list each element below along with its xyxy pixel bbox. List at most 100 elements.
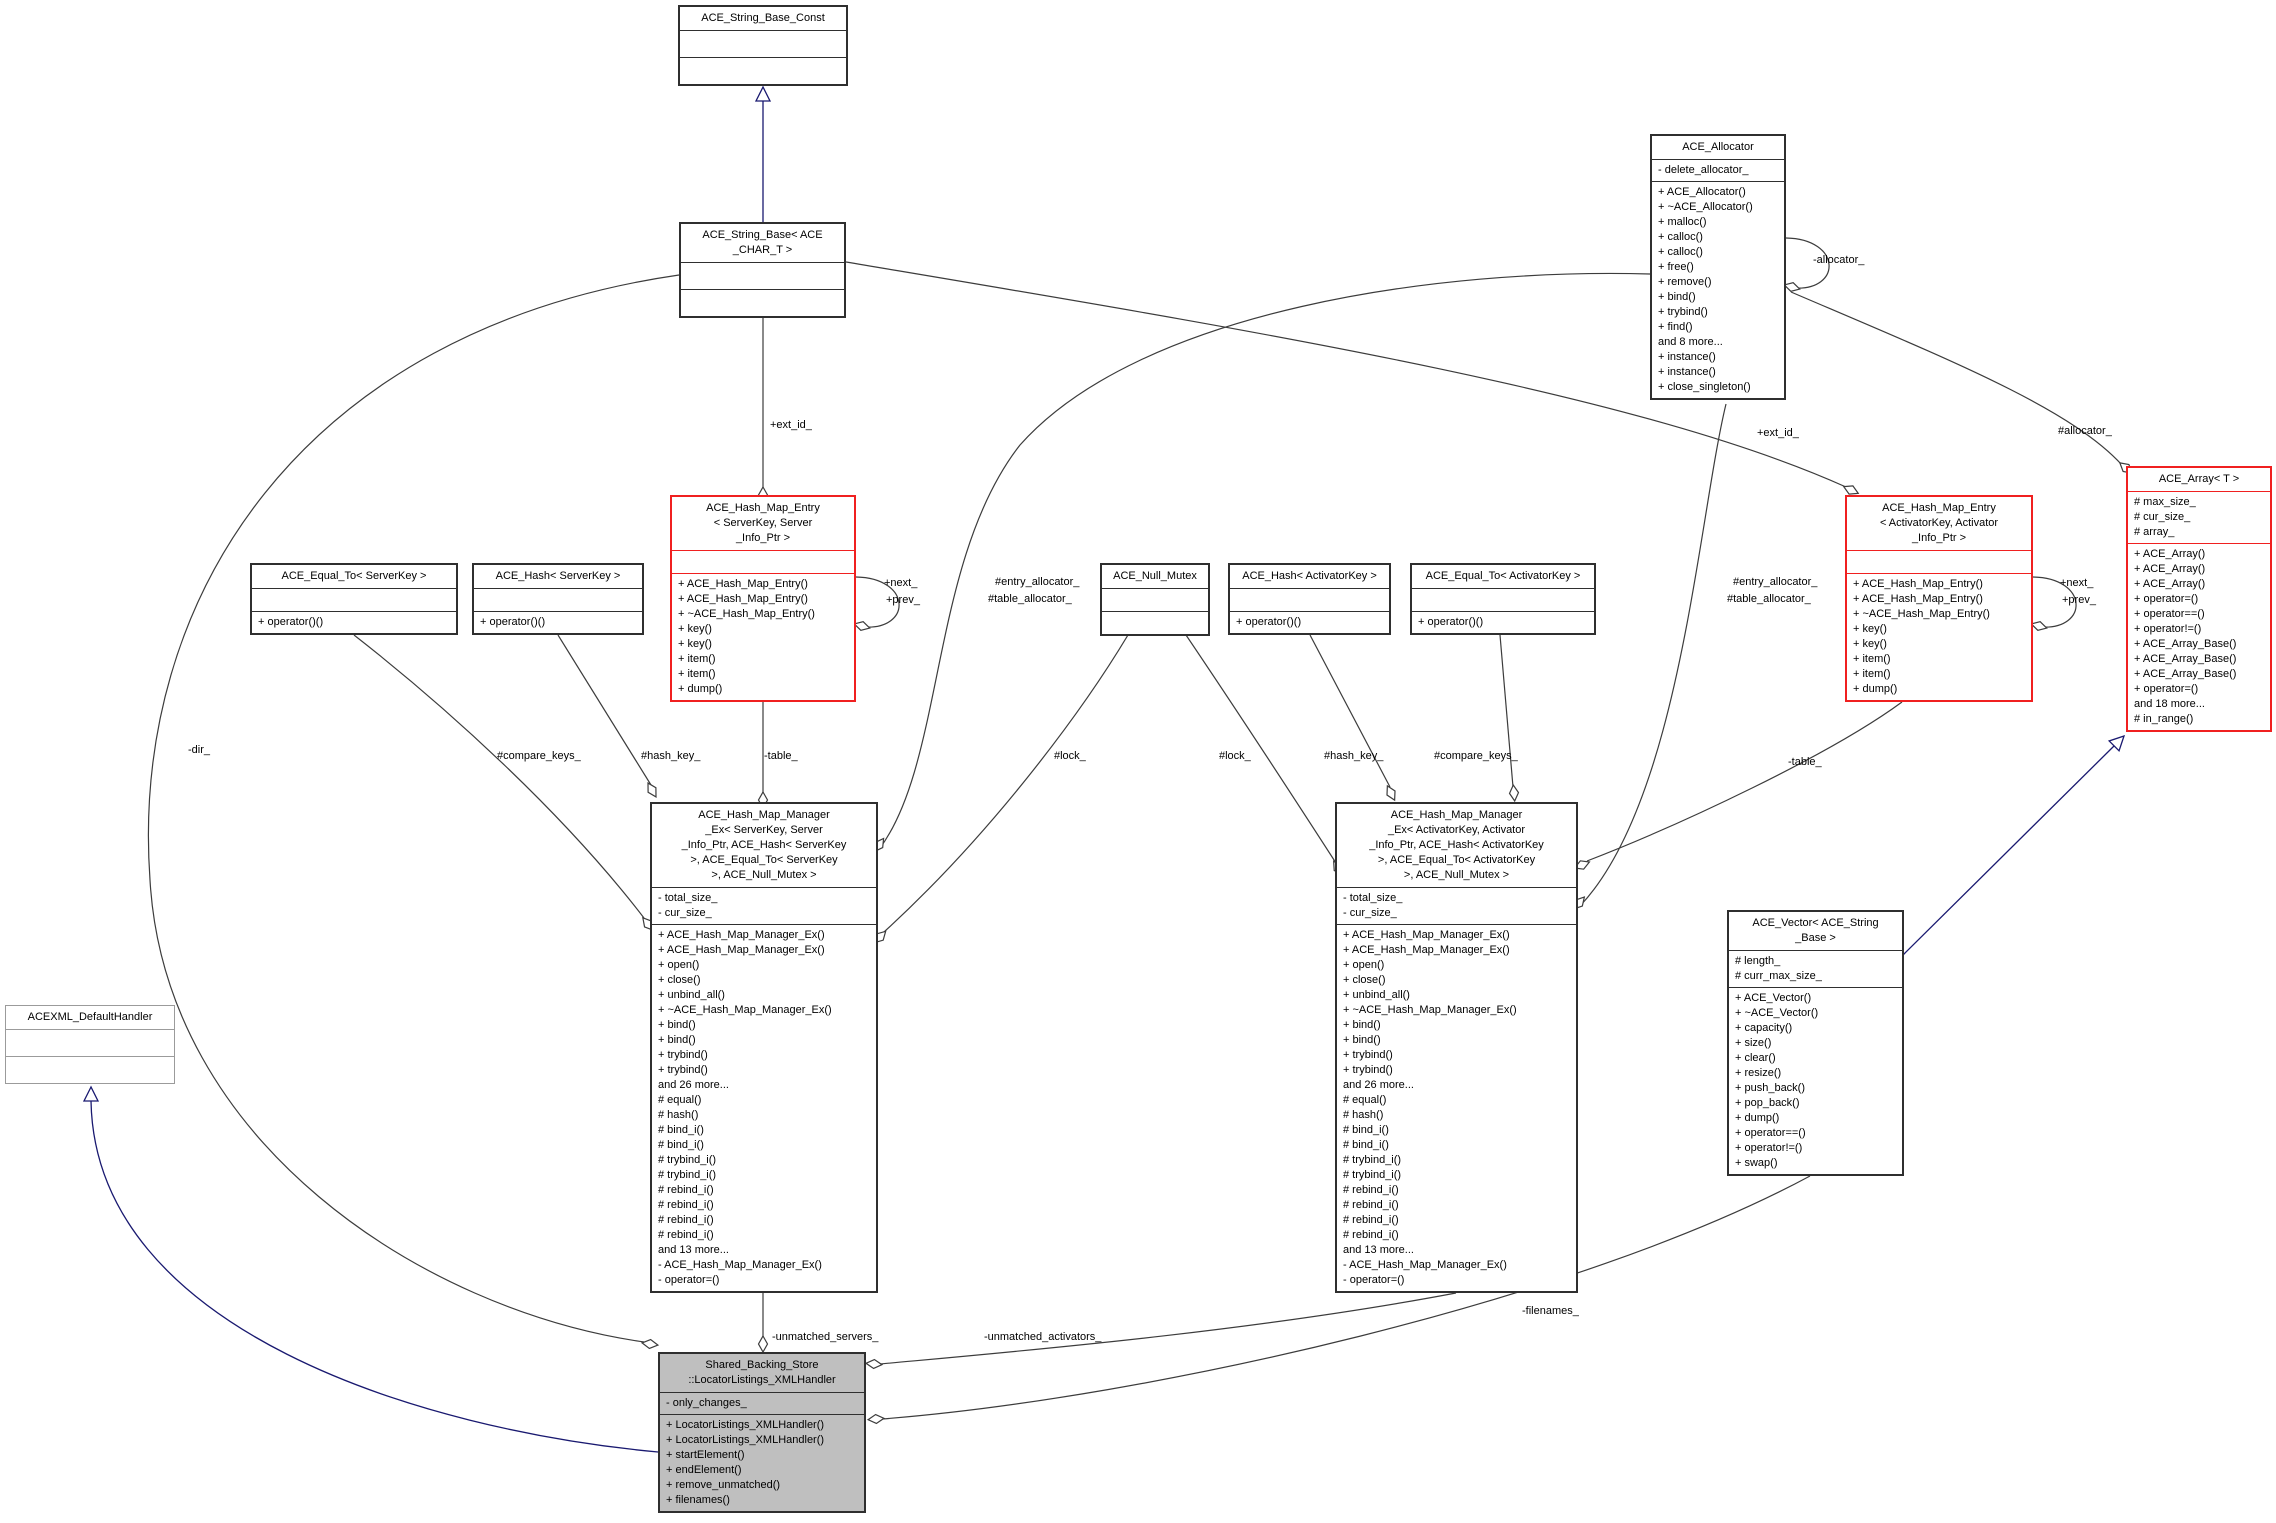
class-title: ACE_Equal_To< ServerKey > bbox=[252, 565, 456, 588]
edge-label-dir: -dir_ bbox=[188, 744, 211, 756]
class-attrs-compartment bbox=[672, 550, 854, 573]
edge-label-allocator-array: #allocator_ bbox=[2058, 425, 2112, 437]
class-methods-compartment: + ACE_Array()+ ACE_Array()+ ACE_Array()+… bbox=[2128, 543, 2270, 730]
class-member: # rebind_i() bbox=[1343, 1184, 1399, 1196]
edge-ext-id-right bbox=[845, 261, 1847, 488]
class-member: + ACE_Hash_Map_Entry() bbox=[678, 578, 808, 590]
class-title-line: < ActivatorKey, Activator bbox=[1879, 517, 1999, 529]
class-member: - total_size_ bbox=[1343, 892, 1403, 904]
class-member: + key() bbox=[1853, 638, 1887, 650]
class-member: + trybind() bbox=[1343, 1064, 1393, 1076]
class-methods-compartment: + operator()() bbox=[1230, 611, 1389, 633]
edge-label-prev-left: +prev_ bbox=[886, 594, 920, 606]
diamond-allocator-self bbox=[1783, 281, 1801, 293]
class-member: and 8 more... bbox=[1658, 336, 1723, 348]
class-box-entry-server[interactable]: ACE_Hash_Map_Entry< ServerKey, Server_In… bbox=[670, 495, 856, 702]
class-member: + ~ACE_Hash_Map_Entry() bbox=[1853, 608, 1990, 620]
class-member: # equal() bbox=[1343, 1094, 1387, 1106]
edge-compare-keys-left bbox=[353, 634, 645, 919]
edge-label-prev-right: +prev_ bbox=[2062, 594, 2096, 606]
class-member: + trybind() bbox=[1658, 306, 1708, 318]
class-box-equal-server[interactable]: ACE_Equal_To< ServerKey > + operator()() bbox=[250, 563, 458, 635]
edge-compare-keys-right bbox=[1499, 634, 1514, 788]
class-member: + dump() bbox=[1735, 1112, 1780, 1124]
class-member: # in_range() bbox=[2134, 713, 2194, 725]
class-box-array-t[interactable]: ACE_Array< T ># max_size_# cur_size_# ar… bbox=[2126, 466, 2272, 732]
class-member: + trybind() bbox=[658, 1049, 708, 1061]
class-member: + remove() bbox=[1658, 276, 1712, 288]
class-methods-compartment bbox=[6, 1056, 174, 1083]
class-member: - cur_size_ bbox=[1343, 907, 1397, 919]
class-title-line: ::LocatorListings_XMLHandler bbox=[688, 1374, 836, 1386]
class-member: + key() bbox=[678, 623, 712, 635]
class-attrs-compartment bbox=[1230, 588, 1389, 611]
class-member: and 26 more... bbox=[658, 1079, 729, 1091]
class-member: + startElement() bbox=[666, 1449, 745, 1461]
class-member: # bind_i() bbox=[658, 1139, 704, 1151]
class-box-shared[interactable]: Shared_Backing_Store::LocatorListings_XM… bbox=[658, 1352, 866, 1513]
class-member: + operator=() bbox=[2134, 593, 2199, 605]
class-member: # bind_i() bbox=[1343, 1124, 1389, 1136]
class-member: # trybind_i() bbox=[658, 1154, 717, 1166]
class-member: + operator()() bbox=[258, 616, 324, 628]
class-member: # rebind_i() bbox=[1343, 1214, 1399, 1226]
class-box-vector[interactable]: ACE_Vector< ACE_String_Base ># length_# … bbox=[1727, 910, 1904, 1176]
class-member: # rebind_i() bbox=[658, 1214, 714, 1226]
class-title: ACE_Allocator bbox=[1652, 136, 1784, 159]
class-title-line: ACEXML_DefaultHandler bbox=[27, 1011, 153, 1023]
class-box-null-mutex[interactable]: ACE_Null_Mutex bbox=[1100, 563, 1210, 636]
class-box-allocator[interactable]: ACE_Allocator- delete_allocator_+ ACE_Al… bbox=[1650, 134, 1786, 400]
class-title-line: ACE_Hash_Map_Manager bbox=[1390, 809, 1523, 821]
class-title-line: _Info_Ptr > bbox=[1911, 532, 1967, 544]
class-member: - delete_allocator_ bbox=[1658, 164, 1749, 176]
edge-label-lock-right: #lock_ bbox=[1219, 750, 1251, 762]
class-box-equal-activator[interactable]: ACE_Equal_To< ActivatorKey >+ operator()… bbox=[1410, 563, 1596, 635]
class-box-mgr-server[interactable]: ACE_Hash_Map_Manager _Ex< ServerKey, Serv… bbox=[650, 802, 878, 1293]
diamond-unmatched-servers bbox=[757, 1334, 769, 1354]
class-methods-compartment bbox=[1102, 611, 1208, 634]
class-box-mgr-activator[interactable]: ACE_Hash_Map_Manager _Ex< ActivatorKey, A… bbox=[1335, 802, 1578, 1293]
class-member: + capacity() bbox=[1735, 1022, 1793, 1034]
class-title-line: ACE_Hash< ActivatorKey > bbox=[1242, 570, 1377, 582]
edge-entry-table-allocator-left bbox=[879, 272, 1651, 849]
class-box-string-base-const[interactable]: ACE_String_Base_Const bbox=[678, 5, 848, 86]
class-member: # rebind_i() bbox=[658, 1229, 714, 1241]
edge-label-hash-key-right: #hash_key_ bbox=[1324, 750, 1384, 762]
inherit-arrow-3 bbox=[82, 1085, 100, 1102]
class-box-entry-activator[interactable]: ACE_Hash_Map_Entry< ActivatorKey, Activa… bbox=[1845, 495, 2033, 702]
class-title-line: Shared_Backing_Store bbox=[705, 1359, 819, 1371]
class-member: + key() bbox=[678, 638, 712, 650]
class-member: + item() bbox=[678, 653, 716, 665]
class-title-line: < ServerKey, Server bbox=[713, 517, 813, 529]
class-title-line: ACE_Hash_Map_Manager bbox=[698, 809, 830, 821]
class-title: ACE_Array< T > bbox=[2128, 468, 2270, 491]
class-title-line: _Ex< ServerKey, Server bbox=[705, 824, 823, 836]
class-title-line: _Ex< ActivatorKey, Activator bbox=[1387, 824, 1526, 836]
edge-label-table-left: -table_ bbox=[764, 750, 798, 762]
class-member: + find() bbox=[1658, 321, 1693, 333]
class-title-line: ACE_String_Base_Const bbox=[701, 12, 825, 24]
class-box-string-base[interactable]: ACE_String_Base< ACE_CHAR_T > bbox=[679, 222, 846, 318]
class-member: + endElement() bbox=[666, 1464, 742, 1476]
class-member: + pop_back() bbox=[1735, 1097, 1800, 1109]
class-title-line: >, ACE_Equal_To< ServerKey bbox=[690, 854, 838, 866]
class-member: + resize() bbox=[1735, 1067, 1782, 1079]
edge-filenames bbox=[881, 1175, 1811, 1420]
class-member: # max_size_ bbox=[2134, 496, 2196, 508]
class-title-line: _Info_Ptr, ACE_Hash< ActivatorKey bbox=[1369, 839, 1544, 851]
class-title-line: >, ACE_Null_Mutex > bbox=[1403, 869, 1510, 881]
class-attrs-compartment bbox=[6, 1029, 174, 1056]
class-box-hash-activator[interactable]: ACE_Hash< ActivatorKey > + operator()() bbox=[1228, 563, 1391, 635]
class-member: # cur_size_ bbox=[2134, 511, 2191, 523]
class-methods-compartment: + ACE_Hash_Map_Manager_Ex()+ ACE_Hash_Ma… bbox=[652, 924, 876, 1291]
class-member: # rebind_i() bbox=[1343, 1199, 1399, 1211]
edge-label-compare-keys-right: #compare_keys_ bbox=[1434, 750, 1518, 762]
class-box-hash-server[interactable]: ACE_Hash< ServerKey >+ operator()() bbox=[472, 563, 644, 635]
class-methods-compartment: + ACE_Hash_Map_Entry()+ ACE_Hash_Map_Ent… bbox=[1847, 573, 2031, 700]
class-member: + ~ACE_Vector() bbox=[1735, 1007, 1819, 1019]
class-member: + close() bbox=[658, 974, 701, 986]
class-box-acexml[interactable]: ACEXML_DefaultHandler bbox=[5, 1005, 175, 1084]
class-member: + close_singleton() bbox=[1658, 381, 1751, 393]
